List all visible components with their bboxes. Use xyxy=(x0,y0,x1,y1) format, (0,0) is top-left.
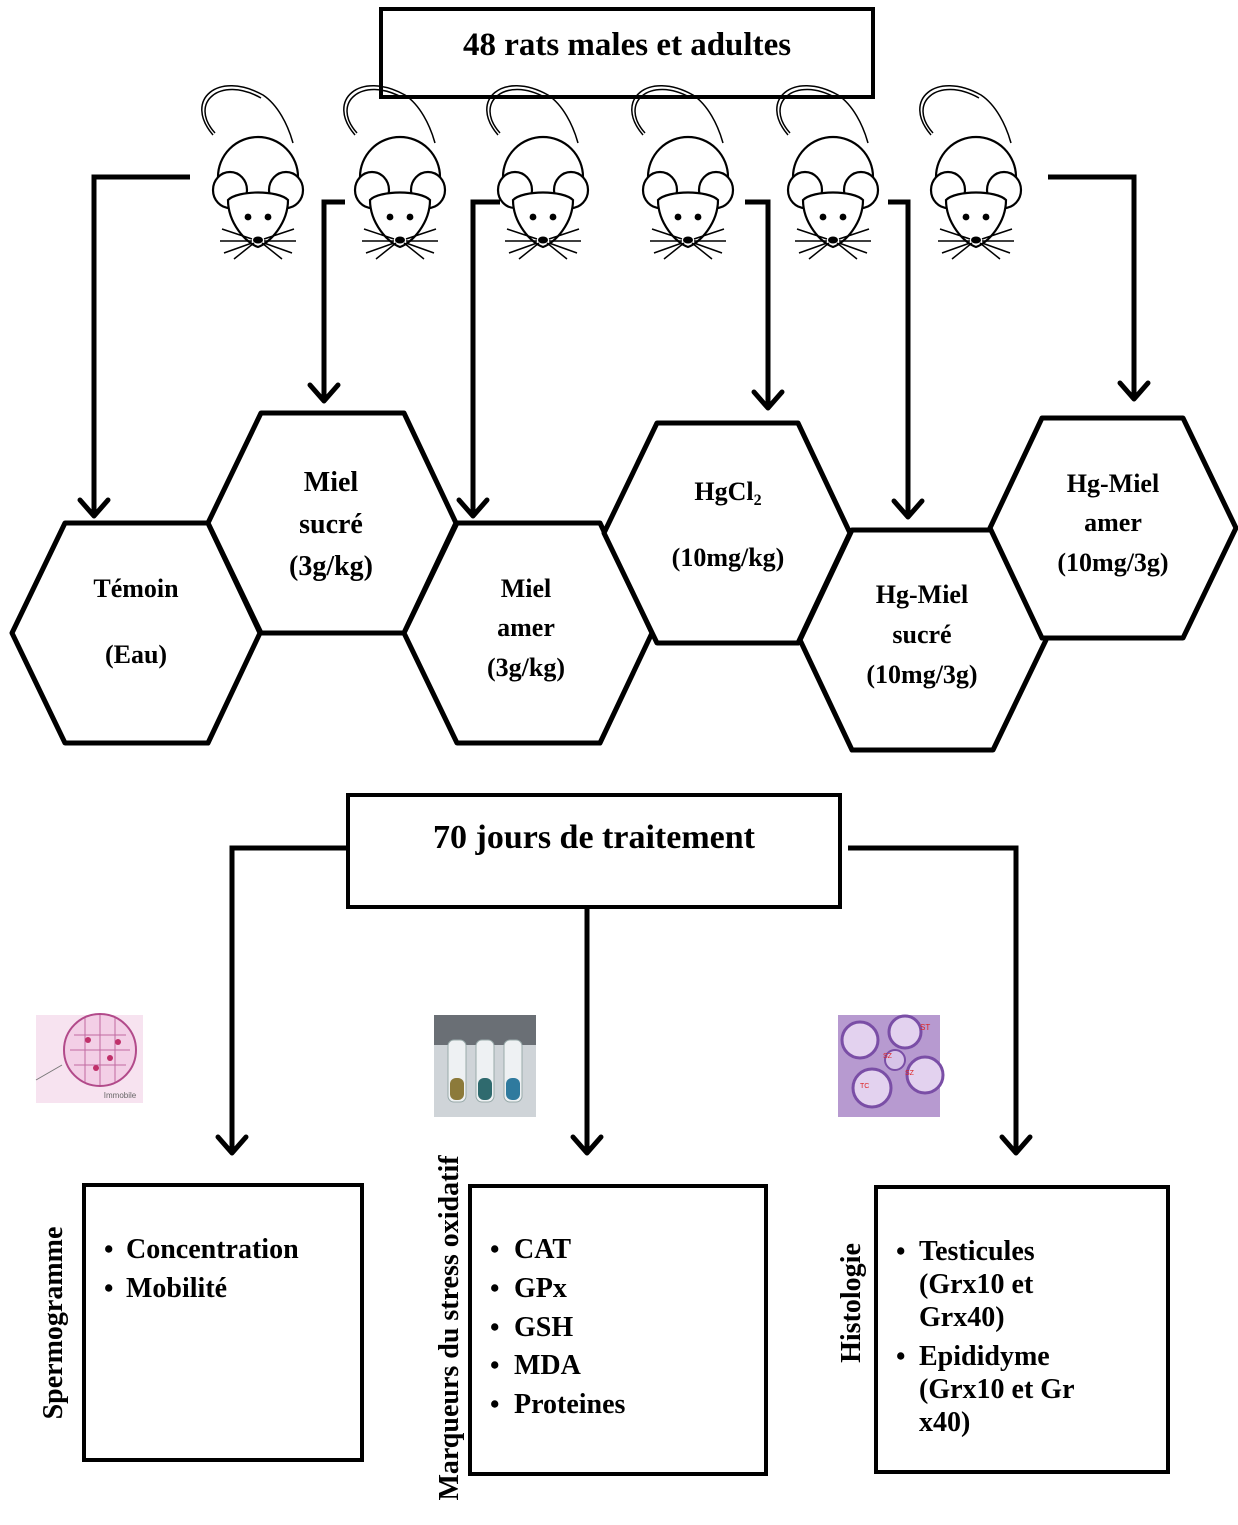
analysis-item: (Grx10 et xyxy=(919,1269,1034,1300)
rat-icon xyxy=(485,84,590,261)
group-hexagon-hg-miel-amer xyxy=(987,415,1238,641)
group-label: amer xyxy=(497,613,555,642)
oxidative-stress-side-label: Marqueurs du stress oxidatif xyxy=(434,1155,465,1501)
treatment-box xyxy=(346,793,842,909)
treatment-text: 70 jours de traitement xyxy=(433,819,756,856)
group-label: sucré xyxy=(892,620,951,649)
rat-icon xyxy=(918,84,1023,261)
group-label: (10mg/kg) xyxy=(672,543,785,572)
group-label: Miel xyxy=(501,574,552,603)
group-label: Hg-Miel xyxy=(1067,469,1159,498)
bullet-icon: • xyxy=(490,1273,499,1303)
bullet-icon: • xyxy=(104,1273,113,1303)
analysis-item: CAT xyxy=(514,1234,571,1265)
group-hexagon-hgcl2 xyxy=(601,420,853,646)
group-labels: Témoin (Eau) Miel sucré (3g/kg) Miel ame… xyxy=(93,467,1168,689)
analysis-item: MDA xyxy=(514,1350,582,1381)
histology-tag: SZ xyxy=(883,1053,893,1060)
bullet-icon: • xyxy=(490,1350,499,1380)
analysis-arrows xyxy=(215,845,1033,1156)
oxidative-stress-thumbnail xyxy=(434,1015,536,1117)
group-label: (Eau) xyxy=(105,640,167,669)
histology-side-label: Histologie xyxy=(836,1243,867,1363)
bullet-icon: • xyxy=(896,1236,905,1266)
title-text: 48 rats males et adultes xyxy=(463,27,791,63)
group-label: (3g/kg) xyxy=(289,551,373,582)
histology-tag: ST xyxy=(920,1023,930,1032)
analysis-item: Grx40) xyxy=(919,1302,1005,1333)
analysis-item: Mobilité xyxy=(126,1273,227,1304)
histology-box xyxy=(874,1185,1170,1474)
group-label: sucré xyxy=(299,509,363,540)
group-label: (10mg/3g) xyxy=(866,660,977,689)
group-label: (3g/kg) xyxy=(487,653,565,682)
analysis-item: (Grx10 et Gr xyxy=(919,1374,1075,1405)
analysis-item: Epididyme xyxy=(919,1341,1050,1372)
analysis-item: Testicules xyxy=(919,1236,1035,1267)
group-hexagon-miel-amer xyxy=(401,520,655,746)
analysis-item: GSH xyxy=(514,1312,573,1343)
rat-icon xyxy=(200,84,305,261)
spermogram-thumbnail: Immobile xyxy=(35,1013,143,1103)
bullet-icon: • xyxy=(490,1234,499,1264)
rat-icon xyxy=(342,84,447,261)
spermogram-side-label: Spermogramme xyxy=(38,1227,69,1420)
group-label: Hg-Miel xyxy=(876,580,968,609)
thumbnail-label: Immobile xyxy=(104,1091,137,1100)
spermogram-box xyxy=(82,1183,364,1462)
histology-thumbnail: ST SZ SZ TC xyxy=(838,1014,945,1117)
group-label: (10mg/3g) xyxy=(1057,548,1168,577)
oxidative-stress-box xyxy=(468,1184,768,1476)
analysis-item: GPx xyxy=(514,1273,567,1304)
group-arrows xyxy=(77,174,1151,520)
rat-icon xyxy=(775,84,880,261)
group-label-hgcl2: HgCl2 xyxy=(694,477,761,509)
analysis-item: x40) xyxy=(919,1407,970,1438)
analysis-item: Proteines xyxy=(514,1389,626,1420)
group-hexagons xyxy=(9,410,1238,753)
histology-tag: SZ xyxy=(905,1070,915,1077)
bullet-icon: • xyxy=(490,1389,499,1419)
group-label: amer xyxy=(1084,508,1142,537)
title-box xyxy=(379,7,875,99)
analysis-item: Concentration xyxy=(126,1234,299,1265)
histology-tag: TC xyxy=(860,1083,869,1090)
bullet-icon: • xyxy=(104,1234,113,1264)
group-label: Témoin xyxy=(93,574,179,603)
bullet-icon: • xyxy=(490,1312,499,1342)
group-label: Miel xyxy=(304,467,359,498)
rat-icon xyxy=(630,84,735,261)
bullet-icon: • xyxy=(896,1341,905,1371)
